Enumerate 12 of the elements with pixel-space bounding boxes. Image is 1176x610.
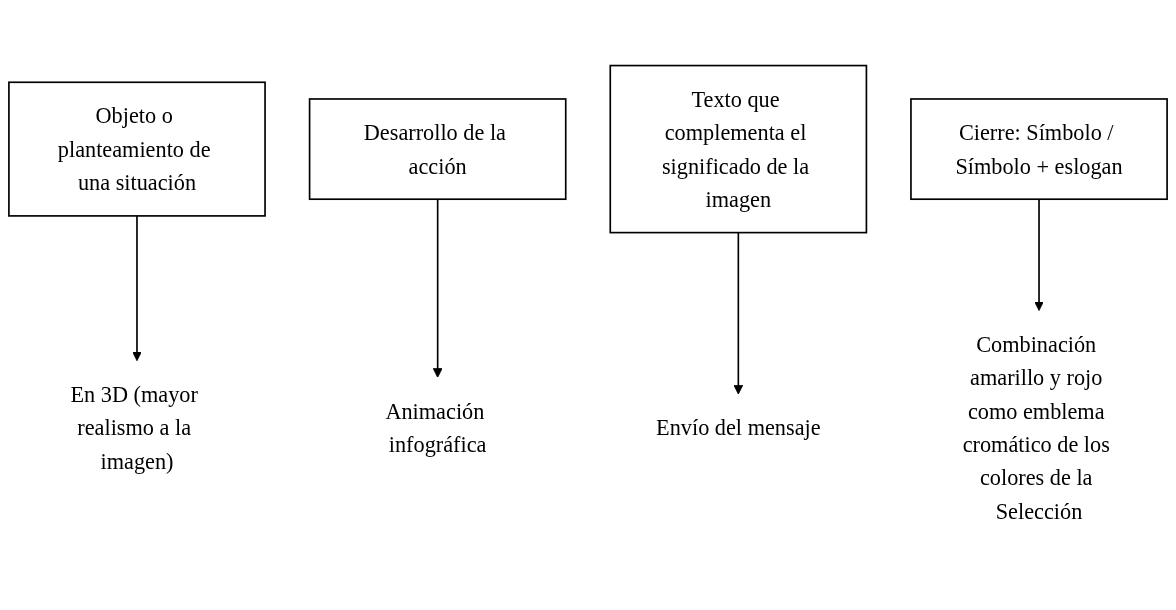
node-box: Cierre: Símbolo / Símbolo + eslogan [910, 98, 1168, 201]
node-box: Objeto o planteamiento de una situación [8, 81, 266, 217]
node-text: Envío del mensaje [656, 415, 821, 440]
node-box: Texto que complementa el significado de la imagen [609, 64, 868, 234]
arrow [432, 198, 443, 378]
arrow [132, 215, 142, 362]
node-text: Animación infográfica [385, 398, 487, 457]
node-box: Desarrollo de la acción [308, 98, 567, 201]
arrow [733, 231, 744, 395]
node-text: Combinación amarillo y rojo como emblema cromático de los colores de la Selección [962, 331, 1110, 524]
arrow [1034, 198, 1044, 311]
node-text: En 3D (mayor realismo a la imagen) [70, 381, 198, 474]
